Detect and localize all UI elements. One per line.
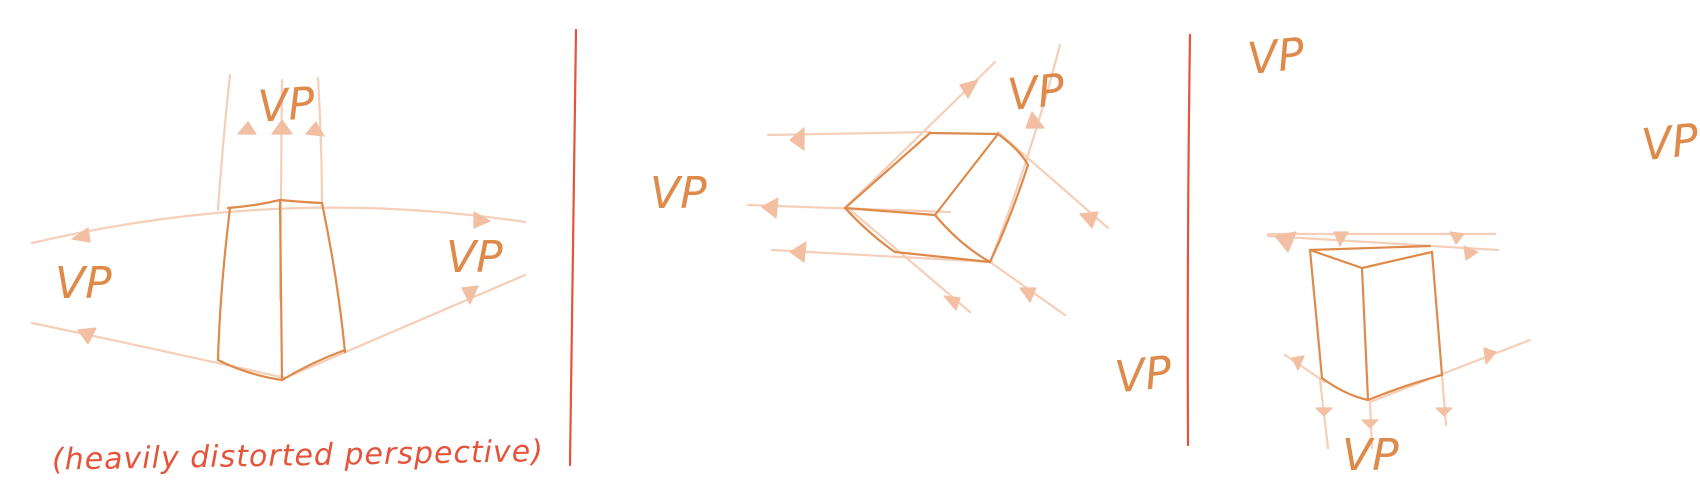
arrow-head — [461, 285, 479, 305]
box-edge — [1320, 376, 1370, 402]
box-edge — [933, 132, 1000, 217]
box-edge — [216, 358, 284, 382]
box-edge — [280, 348, 347, 382]
vp-label: VP — [1342, 430, 1399, 481]
arrow-head — [1361, 419, 1379, 429]
arrow-head — [1291, 355, 1305, 371]
box-edge — [278, 198, 284, 382]
vp-label: VP — [256, 78, 317, 133]
box-edge — [1430, 250, 1444, 377]
arrow-head — [1435, 407, 1453, 417]
box-edge — [843, 206, 937, 217]
box-edge — [843, 206, 897, 254]
guide-line — [30, 321, 287, 380]
arrow-head — [77, 327, 97, 345]
panel-distorted-box: VP VP VP (heavily distorted perspective) — [30, 73, 545, 478]
guide-line — [1440, 373, 1448, 427]
vp-label: VP — [1639, 115, 1700, 172]
guide-line — [996, 130, 1110, 230]
panel-divider — [1186, 33, 1192, 447]
box-edge — [1360, 266, 1370, 402]
arrow-head — [271, 119, 293, 135]
box-edge — [320, 201, 347, 354]
panel-divider — [568, 28, 578, 467]
vp-label: VP — [446, 232, 503, 283]
arrow-head — [1079, 211, 1099, 229]
guide-line — [216, 73, 232, 212]
arrow-head — [1483, 347, 1497, 365]
box-edge — [1308, 248, 1324, 380]
guide-line — [283, 273, 527, 380]
vp-label: VP — [650, 168, 707, 219]
box-edge — [1366, 373, 1444, 402]
arrow-head — [943, 295, 961, 311]
box-edge — [1308, 248, 1364, 270]
arrow-head — [1449, 231, 1465, 245]
arrow-head — [1019, 287, 1037, 303]
box-edge — [988, 163, 1030, 264]
arrow-head — [305, 121, 325, 137]
box-edge — [933, 213, 992, 264]
box-edge — [996, 132, 1030, 167]
arrow-head — [237, 121, 257, 135]
caption-text: (heavily distorted perspective) — [52, 434, 545, 478]
arrow-head — [1025, 111, 1045, 129]
vp-label: VP — [1113, 347, 1175, 404]
arrow-head — [473, 211, 491, 229]
panel-three-point-box: VP VP VP VP — [1113, 28, 1700, 481]
arrow-head — [71, 227, 91, 243]
box-edge — [216, 206, 232, 362]
guide-line — [316, 76, 324, 207]
arrow-head — [1315, 407, 1333, 417]
box-edge — [893, 250, 992, 264]
box-edge — [843, 131, 932, 210]
guide-line — [1283, 353, 1327, 384]
arrow-head — [789, 127, 805, 151]
guide-line — [846, 206, 972, 314]
guide-line — [1368, 338, 1532, 404]
panel-tilted-box: VP VP — [650, 43, 1110, 317]
vp-label: VP — [1005, 64, 1067, 121]
arrow-head — [761, 197, 779, 219]
guide-line — [766, 130, 932, 137]
arrow-head — [1333, 231, 1349, 247]
vp-label: VP — [1245, 28, 1307, 85]
box-edge — [1308, 244, 1432, 252]
guide-line — [770, 248, 994, 264]
arrow-head — [789, 241, 807, 263]
arrow-head — [959, 79, 979, 99]
guide-line — [1266, 234, 1500, 252]
arrow-head — [1274, 231, 1297, 253]
box-edge — [1360, 250, 1434, 270]
arrow-head — [1463, 245, 1479, 261]
vp-label: VP — [55, 258, 112, 309]
box-edge — [928, 131, 1000, 136]
